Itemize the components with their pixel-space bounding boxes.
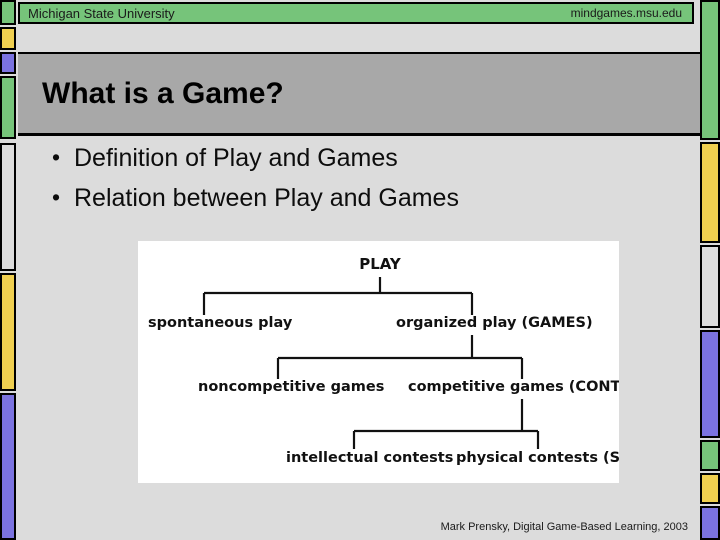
- diagram-connector-lines: [202, 277, 540, 449]
- slide-title: What is a Game?: [42, 76, 284, 110]
- diagram-svg: PLAY spontaneous play organized play (GAME…: [148, 255, 619, 466]
- left-rail-yellow-1: [0, 27, 16, 50]
- bullet-text: Definition of Play and Games: [74, 144, 398, 172]
- right-rail-gray-1: [700, 245, 720, 328]
- right-rail-green-2: [700, 440, 720, 471]
- right-rail-yellow-1: [700, 142, 720, 243]
- right-rail-yellow-2: [700, 473, 720, 504]
- left-rail-green-1: [0, 0, 16, 25]
- left-rail-green-2: [0, 76, 16, 139]
- bullet-item: • Relation between Play and Games: [52, 186, 652, 211]
- header-institution-label: Michigan State University: [28, 6, 175, 21]
- diagram-label-play: PLAY: [359, 255, 402, 273]
- diagram-label-intellectual: intellectual contests: [286, 450, 453, 466]
- left-rail-purple-2: [0, 393, 16, 540]
- left-rail-yellow-2: [0, 273, 16, 391]
- bullet-list: • Definition of Play and Games • Relation b…: [52, 146, 652, 226]
- diagram-label-competitive: competitive games (CONTESTS): [408, 379, 619, 395]
- header-bar: Michigan State University mindgames.msu.…: [18, 2, 694, 24]
- diagram-label-noncompetitive: noncompetitive games: [198, 379, 384, 395]
- diagram-label-spontaneous: spontaneous play: [148, 315, 293, 331]
- source-credit: Mark Prensky, Digital Game-Based Learnin…: [440, 521, 688, 533]
- bullet-marker-icon: •: [52, 184, 61, 210]
- title-band: What is a Game?: [18, 52, 700, 136]
- diagram-label-organized: organized play (GAMES): [396, 315, 593, 331]
- play-taxonomy-diagram: PLAY spontaneous play organized play (GAME…: [138, 241, 619, 483]
- left-rail-gray-1: [0, 143, 16, 271]
- bullet-item: • Definition of Play and Games: [52, 146, 652, 171]
- bullet-text: Relation between Play and Games: [74, 184, 459, 212]
- header-url-label: mindgames.msu.edu: [570, 6, 682, 20]
- right-rail-green-1: [700, 0, 720, 140]
- bullet-marker-icon: •: [52, 144, 61, 170]
- left-rail-purple-1: [0, 52, 16, 74]
- diagram-label-physical: physical contests (SPORTS): [456, 450, 619, 466]
- right-rail-purple-2: [700, 506, 720, 540]
- diagram-node-labels: PLAY spontaneous play organized play (GAME…: [148, 255, 619, 466]
- right-rail-purple-1: [700, 330, 720, 438]
